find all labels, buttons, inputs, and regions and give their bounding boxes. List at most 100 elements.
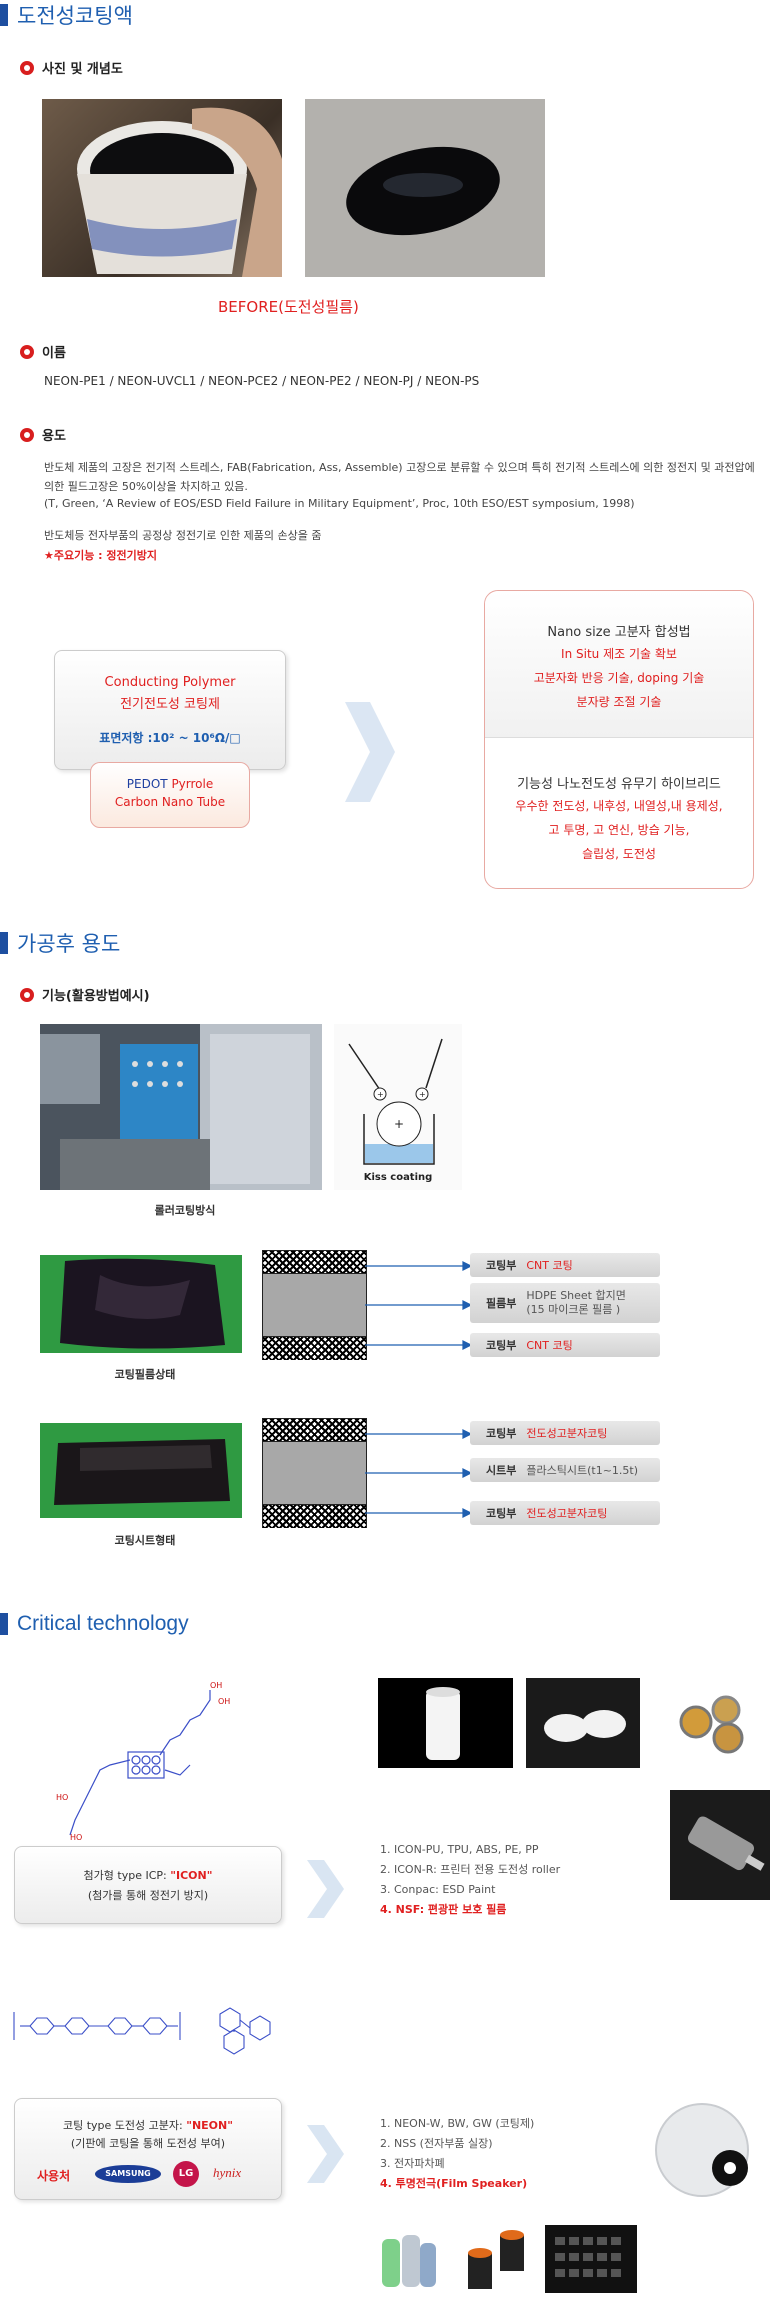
list-item: 3. Conpac: ESD Paint (380, 1883, 496, 1896)
sheet-arrows (365, 1429, 473, 1518)
title-bar (0, 932, 8, 954)
row-key: 시트부 (486, 1464, 517, 1477)
film-caption: 코팅필름상태 (114, 1368, 176, 1381)
section-title-text: 도전성코팅액 (17, 4, 133, 28)
subheading-name: 이름 (20, 342, 66, 361)
cnt-label: Carbon Nano Tube (114, 795, 226, 809)
bottom-coating-layer (263, 1336, 366, 1360)
sheet-row-middle: 시트부 플라스틱시트(t1~1.5t) (470, 1458, 660, 1482)
conducting-polymer-korean: 전기전도성 코팅제 (120, 697, 220, 712)
svg-text:+: + (394, 1117, 404, 1131)
kiss-coating-label: Kiss coating (363, 1172, 433, 1183)
white-tube-photo (378, 1678, 513, 1768)
pyrrole-label: Pyrrole (171, 777, 214, 791)
subheading-function: 기능(활용방법예시) (20, 985, 150, 1004)
icp-description: (첨가를 통해 정전기 방지) (87, 1889, 209, 1902)
sheet-cross-section (262, 1418, 367, 1528)
row-key: 코팅부 (486, 1259, 517, 1272)
slippers-photo (526, 1678, 640, 1768)
sheet-layer (263, 1442, 366, 1504)
use-paragraph: 반도체 제품의 고장은 전기적 스트레스, FAB(Fabrication, A… (44, 461, 755, 493)
film-cross-section (262, 1250, 367, 1360)
row-value: 전도성고분자코팅 (526, 1507, 608, 1520)
section-title-conductive-coating: 도전성코팅액 (0, 0, 133, 30)
bottom-coating-layer (263, 1504, 366, 1528)
subheading-text: 기능(활용방법예시) (42, 989, 150, 1004)
chem-label-ho: HO (70, 1833, 82, 1840)
list-item: 1. ICON-PU, TPU, ABS, PE, PP (380, 1843, 539, 1856)
row-key: 필름부 (486, 1297, 517, 1310)
film-row-top: 코팅부 CNT 코팅 (470, 1253, 660, 1277)
list-item: 2. NSS (전자부품 실장) (380, 2137, 493, 2150)
row-value: CNT 코팅 (526, 1259, 573, 1272)
film-layer (263, 1274, 366, 1336)
samsung-logo: SAMSUNG (95, 2165, 161, 2183)
bullet-icon (20, 60, 34, 75)
subheading-use: 용도 (20, 425, 66, 444)
icp-box: 첨가형 type ICP: "ICON" (첨가를 통해 정전기 방지) (14, 1846, 282, 1924)
neon-description: (기판에 코팅을 통해 도전성 부여) (70, 2137, 226, 2150)
title-bar (0, 4, 8, 26)
film-row-middle: 필름부 HDPE Sheet 합지면 (15 마이크론 필름 ) (470, 1283, 660, 1323)
bullet-icon (20, 427, 34, 442)
pedot-label: PEDOT (126, 777, 168, 791)
top-coating-layer (263, 1251, 366, 1274)
coating-cup-photo (42, 99, 282, 277)
icp-product-list: 1. ICON-PU, TPU, ABS, PE, PP 2. ICON-R: … (380, 1840, 560, 1920)
nano-synthesis-title: Nano size 고분자 합성법 (547, 625, 691, 640)
conductive-tubes-photo (374, 2225, 444, 2295)
sheet-row-bottom: 코팅부 전도성고분자코팅 (470, 1501, 660, 1525)
chem-label-ho: HO (56, 1793, 68, 1802)
bullet-icon (20, 344, 34, 359)
svg-text:+: + (419, 1090, 426, 1099)
hybrid-item: 슬립성, 도전성 (582, 847, 656, 861)
components-photo (458, 2225, 538, 2295)
subheading-text: 이름 (42, 346, 66, 361)
materials-box: PEDOT Pyrrole Carbon Nano Tube (90, 762, 250, 828)
list-item: 4. 투명전극(Film Speaker) (380, 2177, 528, 2190)
icp-brand: "ICON" (170, 1869, 213, 1882)
neon-box: 코팅 type 도전성 고분자: "NEON" (기판에 코팅을 통해 도전성 … (14, 2098, 282, 2200)
use-reference: (T, Green, ‘A Review of EOS/ESD Field Fa… (44, 497, 635, 510)
icp-chemical-structure: OH OH HO HO (56, 1681, 230, 1840)
roller-coating-caption: 롤러코팅방식 (154, 1204, 216, 1217)
section-title-post-processing: 가공후 용도 (0, 928, 120, 958)
before-label: BEFORE(도전성필름) (218, 298, 359, 316)
list-item: 1. NEON-W, BW, GW (코팅제) (380, 2117, 535, 2130)
hybrid-item: 고 투명, 고 연신, 방습 기능, (548, 823, 690, 837)
nano-synthesis-item: 고분자화 반응 기술, doping 기술 (533, 671, 705, 685)
section-title-text: 가공후 용도 (17, 932, 121, 956)
users-label: 사용처 (37, 2169, 71, 2183)
chem-label-oh: OH (210, 1681, 222, 1690)
neon-chemical-structure (13, 2007, 271, 2055)
svg-text:+: + (377, 1090, 384, 1099)
sheet-row-top: 코팅부 전도성고분자코팅 (470, 1421, 660, 1445)
use-note: 반도체등 전자부품의 공정상 정전기로 인한 제품의 손상을 줌 (44, 529, 322, 542)
subheading-text: 사진 및 개념도 (42, 62, 123, 77)
coating-film-photo (305, 99, 545, 277)
neon-product-list: 1. NEON-W, BW, GW (코팅제) 2. NSS (전자부품 실장)… (380, 2114, 534, 2194)
row-value: 전도성고분자코팅 (526, 1427, 608, 1440)
subheading-text: 용도 (42, 429, 66, 444)
row-value: CNT 코팅 (526, 1339, 573, 1352)
film-row-bottom: 코팅부 CNT 코팅 (470, 1333, 660, 1357)
nano-synthesis-item: In Situ 제조 기술 확보 (561, 647, 677, 661)
chevron-right-icon (307, 1860, 344, 1918)
film-speaker-photo (650, 2096, 764, 2204)
chevron-right-icon (307, 2125, 344, 2183)
list-item: 2. ICON-R: 프린터 전용 도전성 roller (380, 1863, 561, 1876)
row-value: 플라스틱시트(t1~1.5t) (526, 1464, 639, 1477)
coated-film-photo (40, 1255, 242, 1353)
neon-type-label: 코팅 type 도전성 고분자: (63, 2119, 183, 2132)
tray-photo (545, 2225, 637, 2293)
film-arrows (365, 1261, 473, 1350)
row-value-sub: (15 마이크론 필름 ) (526, 1303, 621, 1316)
row-key: 코팅부 (486, 1507, 517, 1520)
hynix-logo: hynix (213, 2165, 242, 2180)
technology-box: Nano size 고분자 합성법 In Situ 제조 기술 확보 고분자화 … (484, 590, 754, 889)
icp-type-label: 첨가형 type ICP: (83, 1869, 167, 1882)
bullet-icon (20, 987, 34, 1002)
row-value: HDPE Sheet 합지면 (526, 1289, 626, 1302)
conducting-polymer-label: Conducting Polymer (104, 675, 236, 690)
chem-label-oh: OH (218, 1697, 230, 1706)
